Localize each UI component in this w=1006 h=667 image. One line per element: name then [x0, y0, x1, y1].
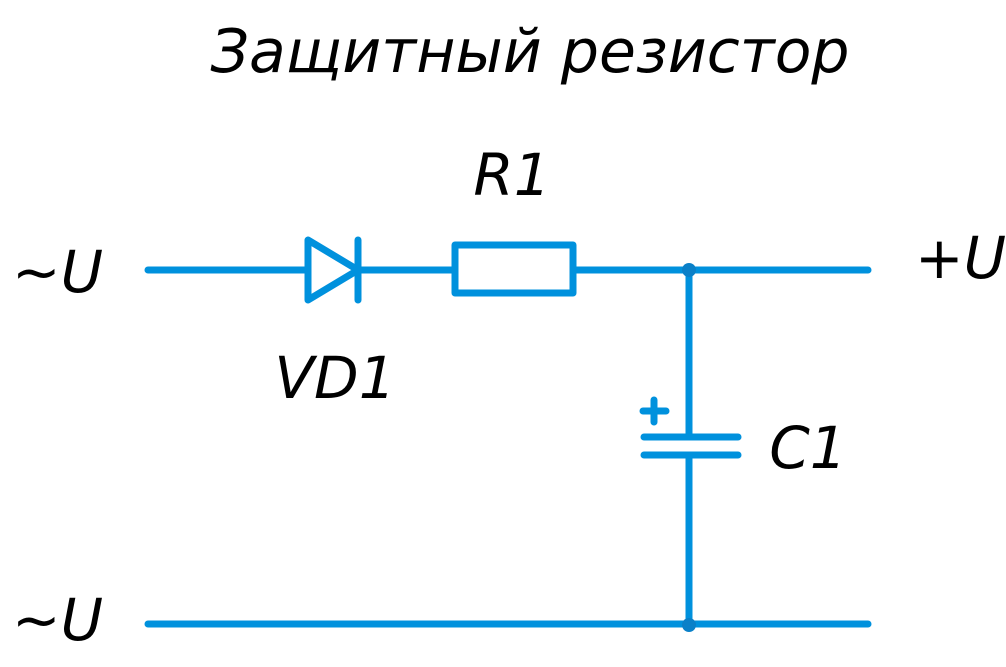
terminal-label-input-bottom: ~U [12, 586, 103, 654]
resistor-label: R1 [473, 141, 550, 209]
plus-icon [639, 396, 670, 426]
terminal-label-output-top: +U [915, 224, 1006, 292]
capacitor-label: C1 [769, 414, 846, 482]
resistor-symbol [451, 241, 577, 297]
diode-symbol [304, 236, 362, 304]
diode-anode-triangle [304, 236, 362, 304]
diode-label: VD1 [274, 344, 395, 412]
junction-dot-top [682, 263, 696, 277]
junction-dot-bottom [682, 618, 696, 632]
diagram-title: Защитный резистор [211, 17, 850, 87]
terminal-label-input-top: ~U [12, 238, 103, 306]
